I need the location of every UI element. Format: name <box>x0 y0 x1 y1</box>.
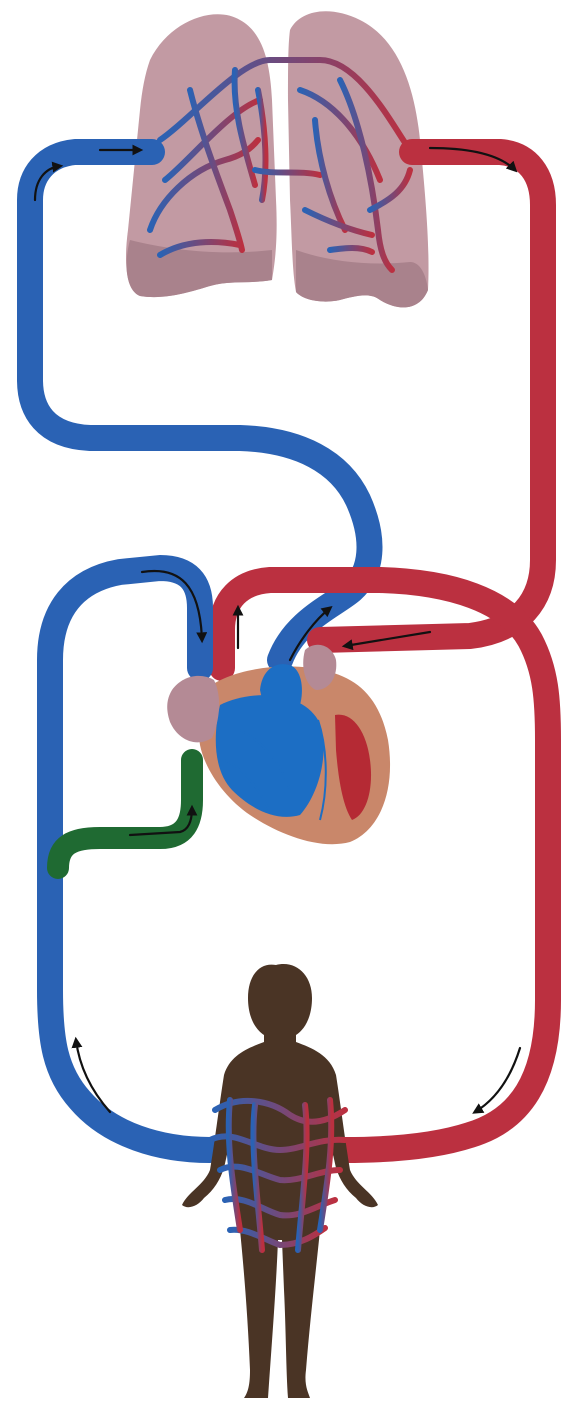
right-atrium <box>167 676 219 742</box>
vena-cava <box>50 568 210 1150</box>
portal-branch <box>58 760 192 868</box>
lungs <box>126 11 429 307</box>
human-body <box>182 964 378 1398</box>
